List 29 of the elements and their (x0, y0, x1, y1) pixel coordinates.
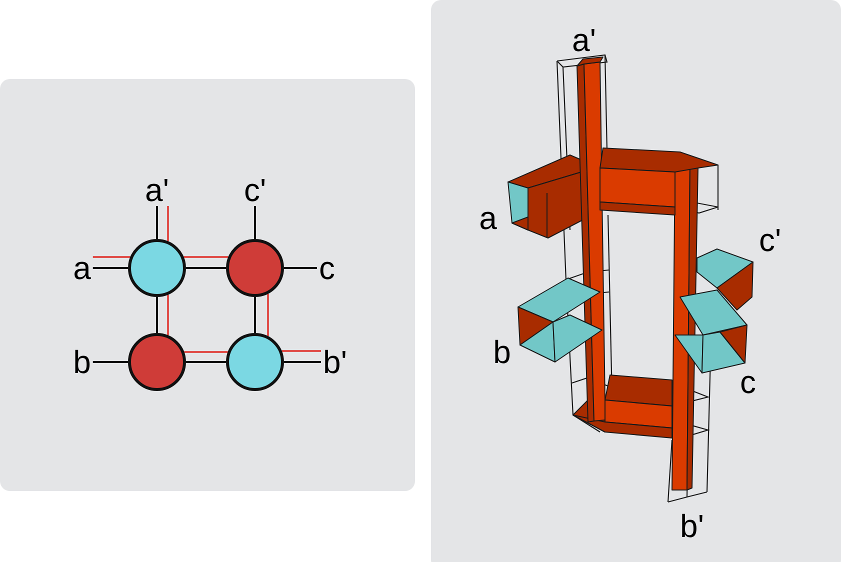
connector-line (284, 361, 321, 363)
connector-line (284, 267, 317, 269)
leg-label: b' (321, 346, 349, 378)
connector-line (167, 294, 169, 336)
leg-label: c' (242, 174, 268, 206)
connector-line (92, 361, 128, 363)
connector-line (254, 206, 256, 239)
leg-label: a (71, 252, 93, 284)
connector-line (92, 256, 130, 258)
port-label: c (739, 366, 757, 398)
connector-line (156, 206, 158, 239)
connector-line (184, 351, 228, 353)
connector-line (254, 297, 256, 333)
port-label: b' (679, 510, 705, 542)
connector-line (156, 297, 158, 333)
connector-line (184, 256, 228, 258)
port-label: a' (571, 24, 597, 56)
connector-line (167, 206, 169, 242)
connector-line (267, 294, 269, 336)
leg-label: b (71, 346, 93, 378)
connector-line (282, 350, 321, 352)
connector-line (186, 267, 226, 269)
port-label: c' (758, 224, 782, 256)
leg-label: a' (143, 174, 171, 206)
connector-line (92, 267, 128, 269)
connector-line (186, 361, 226, 363)
port-label: b (492, 336, 512, 368)
leg-label: c (317, 252, 337, 284)
port-label: a (478, 202, 498, 234)
